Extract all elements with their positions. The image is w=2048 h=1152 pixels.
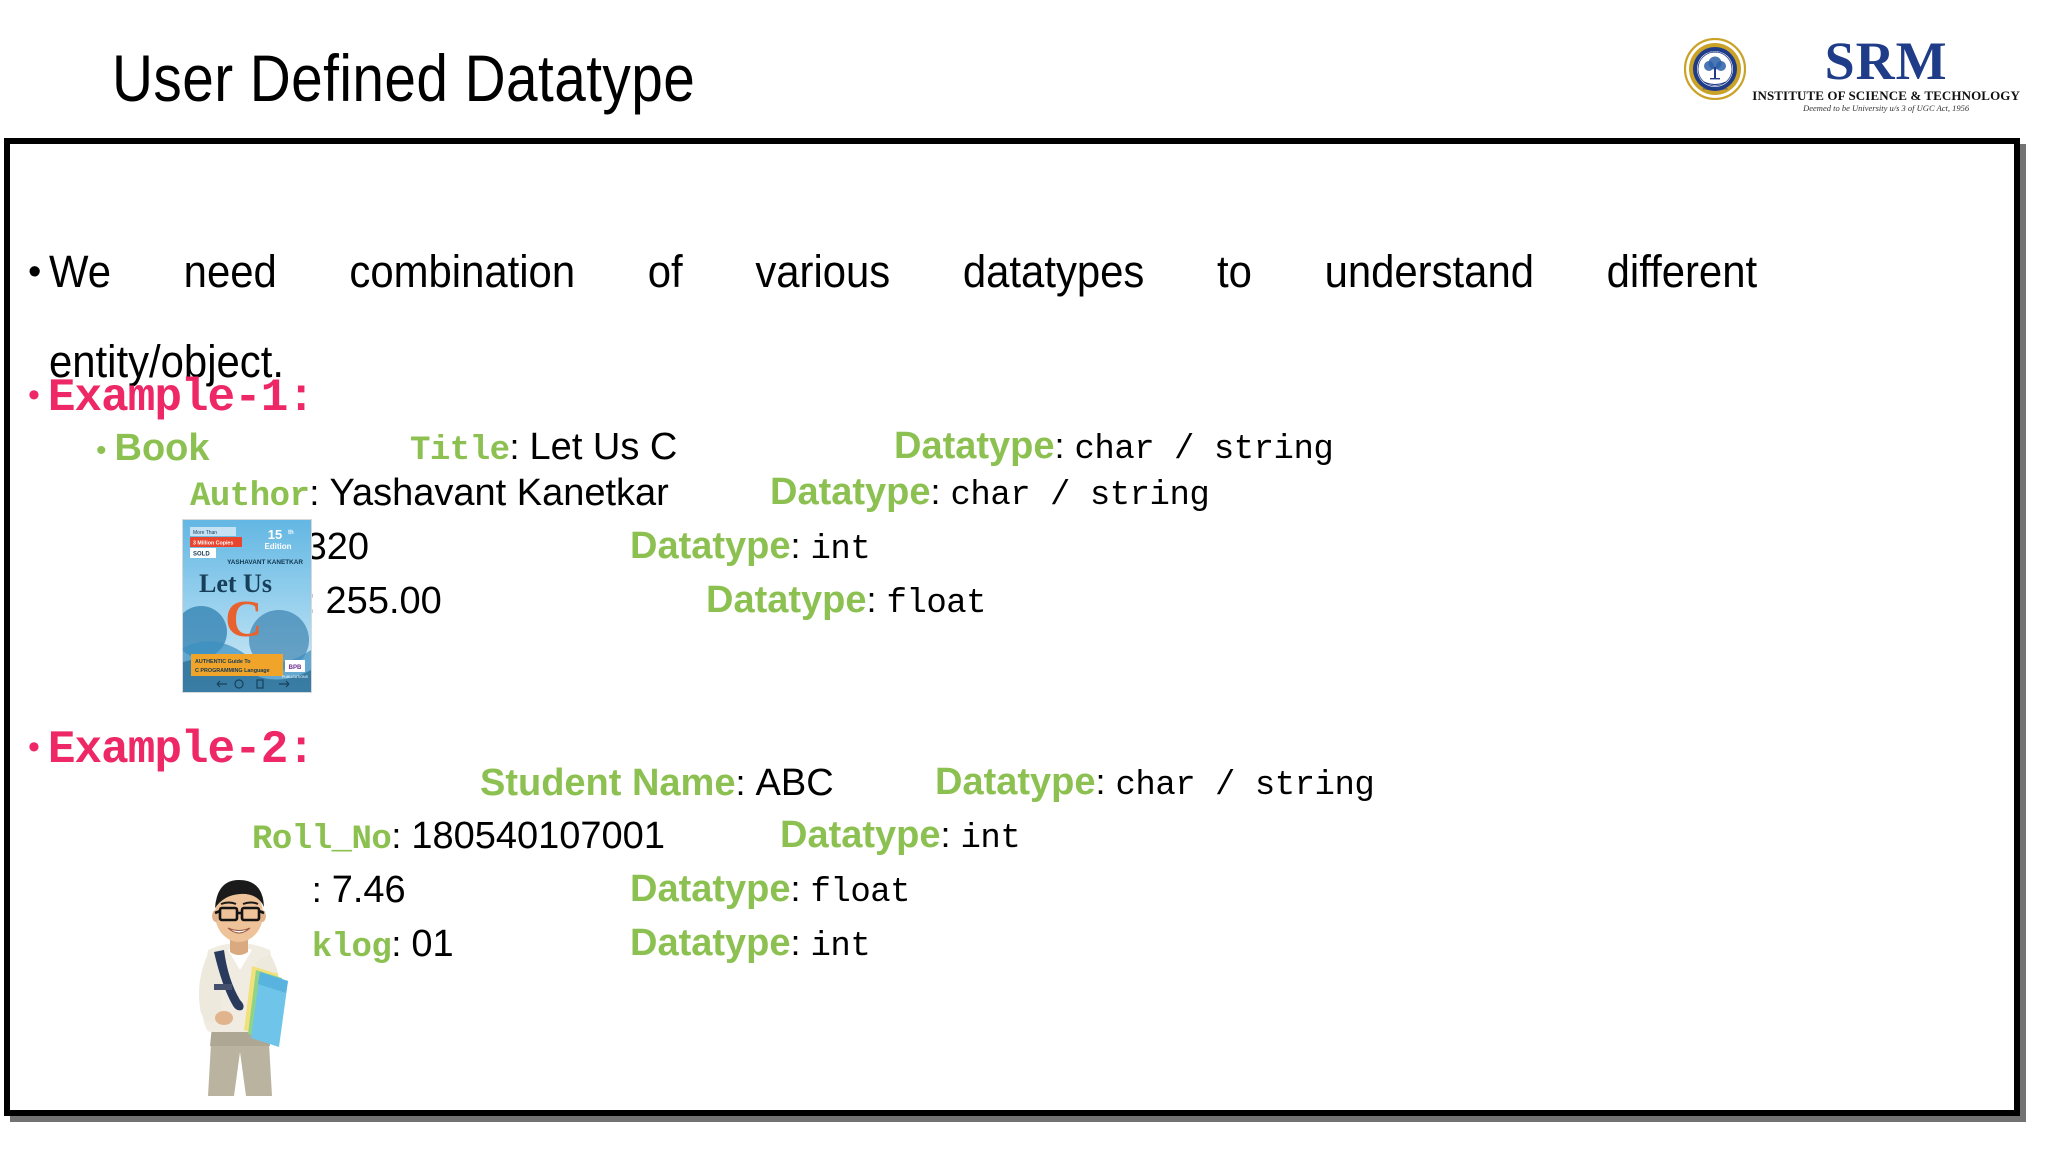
example-1-label: Example-1: xyxy=(47,372,315,424)
slide-title-bar: User Defined Datatype xyxy=(0,0,2048,138)
datatype-value: char / string xyxy=(1074,431,1334,469)
srm-tagline: Deemed to be University u/s 3 of UGC Act… xyxy=(1803,103,1970,114)
book-strip-line-1: AUTHENTIC Guide To xyxy=(195,659,251,665)
datatype-label: Datatype xyxy=(630,525,791,567)
intro-line-2: entity/object. xyxy=(49,336,285,387)
example-2-heading: • Example-2: xyxy=(28,724,315,776)
content-area: • We need combination of various datatyp… xyxy=(10,144,2014,1110)
field-separator: : xyxy=(790,868,811,909)
datatype-value: int xyxy=(810,928,871,966)
srm-seal-icon: SRM INSTITUTE SCIENCE & TECH xyxy=(1684,38,1747,100)
field-label: Student Name xyxy=(480,762,736,804)
example-2-datatype-student-name: Datatype: char / string xyxy=(935,761,1375,805)
book-badge-mid: 3 Million Copies xyxy=(193,541,233,547)
book-title-line-1: Let Us xyxy=(199,569,272,598)
datatype-label: Datatype xyxy=(935,761,1096,803)
book-badge-bottom: SOLD xyxy=(193,552,210,558)
field-separator: : xyxy=(509,426,530,467)
datatype-value: int xyxy=(810,531,871,569)
sub-bullet-dot-icon: • xyxy=(96,434,107,467)
datatype-label: Datatype xyxy=(630,868,791,910)
field-value: 7.46 xyxy=(331,869,406,911)
field-separator: : xyxy=(391,923,412,964)
datatype-label: Datatype xyxy=(770,471,931,513)
example-1-datatype-price: Datatype: float xyxy=(706,579,987,623)
book-publisher: PUBLICATIONS xyxy=(282,675,309,679)
book-edition-number: 15 xyxy=(268,527,282,542)
example-2-row-roll-no: Roll_No: 180540107001 xyxy=(252,817,665,857)
book-cover-image: More Than 3 Million Copies SOLD 15 th Ed… xyxy=(182,519,312,693)
datatype-value: float xyxy=(886,585,987,623)
field-separator: : xyxy=(1095,761,1116,802)
intro-text: We need combination of various datatypes… xyxy=(49,249,1757,384)
srm-logo: SRM INSTITUTE SCIENCE & TECH SRM INSTITU… xyxy=(1684,31,2020,114)
page-title: User Defined Datatype xyxy=(112,41,696,115)
example-1-datatype-title: Datatype: char / string xyxy=(894,425,1334,469)
student-photo-image xyxy=(162,866,314,1098)
book-edition-word: Edition xyxy=(264,542,291,551)
field-separator: : xyxy=(790,525,811,566)
content-frame: • We need combination of various datatyp… xyxy=(4,138,2020,1116)
srm-name: SRM xyxy=(1824,31,1948,91)
bullet-dot-icon: • xyxy=(28,251,42,293)
book-edition-sup: th xyxy=(288,530,294,536)
intro-line-1: We need combination of various datatypes… xyxy=(49,246,1758,297)
svg-text:SRM INSTITUTE: SRM INSTITUTE xyxy=(1704,50,1727,54)
srm-wordmark: SRM INSTITUTE OF SCIENCE & TECHNOLOGY De… xyxy=(1752,31,2020,114)
field-value: 180540107001 xyxy=(411,815,665,857)
field-separator: : xyxy=(311,869,332,910)
field-value: 320 xyxy=(305,526,370,568)
example-2-datatype-cpi: Datatype: float xyxy=(630,868,911,912)
datatype-value: char / string xyxy=(1115,767,1375,805)
field-label: Roll_No xyxy=(252,821,392,859)
svg-text:BPB: BPB xyxy=(289,665,302,671)
field-separator: : xyxy=(940,814,961,855)
example-1-datatype-page: Datatype: int xyxy=(630,525,871,569)
example-1-row-title: Title: Let Us C xyxy=(410,428,677,468)
example-2-datatype-roll-no: Datatype: int xyxy=(780,814,1021,858)
example-1-row-author: Author: Yashavant Kanetkar xyxy=(190,474,669,514)
datatype-label: Datatype xyxy=(780,814,941,856)
svg-text:SCIENCE & TECH: SCIENCE & TECH xyxy=(1703,87,1729,91)
example-1-datatype-author: Datatype: char / string xyxy=(770,471,1210,515)
field-value: Yashavant Kanetkar xyxy=(329,472,669,514)
field-separator: : xyxy=(790,922,811,963)
example-2-row-student-name: Student Name: ABC xyxy=(480,764,834,802)
intro-bullet: • We need combination of various datatyp… xyxy=(28,249,1886,384)
field-label: Author xyxy=(190,478,310,516)
field-separator: : xyxy=(1054,425,1075,466)
datatype-label: Datatype xyxy=(894,425,1055,467)
datatype-label: Datatype xyxy=(706,579,867,621)
field-separator: : xyxy=(866,579,887,620)
example-2-label: Example-2: xyxy=(47,724,315,776)
field-separator: : xyxy=(309,472,330,513)
book-author: YASHAVANT KANETKAR xyxy=(227,559,303,566)
field-label: Title xyxy=(410,432,510,470)
datatype-label: Datatype xyxy=(630,922,791,964)
datatype-value: int xyxy=(960,820,1021,858)
field-separator: : xyxy=(735,762,756,803)
srm-subtitle: INSTITUTE OF SCIENCE & TECHNOLOGY xyxy=(1752,88,2020,104)
book-badge-top: More Than xyxy=(193,530,217,536)
book-strip-line-2: C PROGRAMMING Language xyxy=(195,668,270,674)
example-1-heading: • Example-1: xyxy=(28,372,315,424)
field-value: 255.00 xyxy=(325,580,442,622)
datatype-value: float xyxy=(810,874,911,912)
example-1-entity-label: Book xyxy=(114,427,210,469)
field-value: ABC xyxy=(755,762,834,804)
datatype-value: char / string xyxy=(950,477,1210,515)
example-2-datatype-backlog: Datatype: int xyxy=(630,922,871,966)
bullet-dot-icon: • xyxy=(28,376,40,414)
book-title-line-2: C xyxy=(225,591,263,648)
bullet-dot-icon: • xyxy=(28,728,40,766)
field-value: 01 xyxy=(411,923,454,965)
field-value: Let Us C xyxy=(529,426,678,468)
field-separator: : xyxy=(930,471,951,512)
field-separator: : xyxy=(391,815,412,856)
example-1-entity-row: •Book xyxy=(96,429,210,467)
